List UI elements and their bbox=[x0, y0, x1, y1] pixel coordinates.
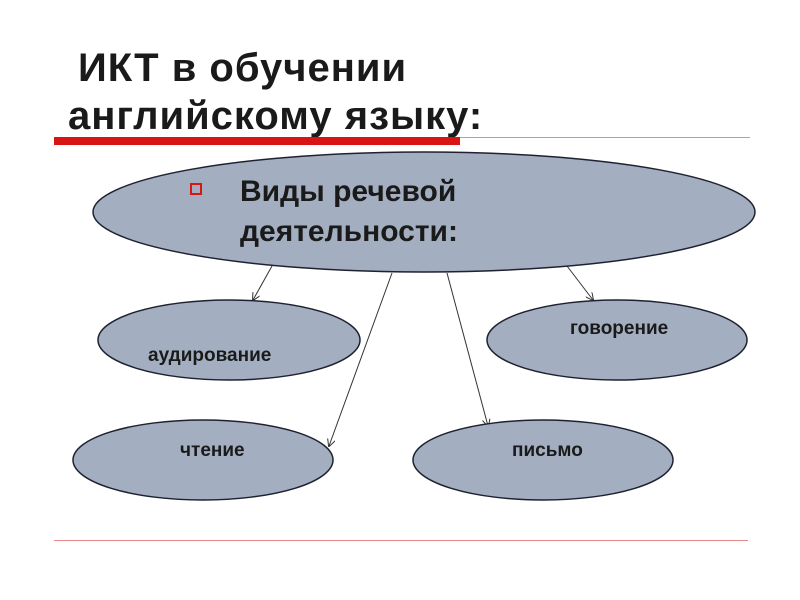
node-label-govorenie: говорение bbox=[570, 318, 669, 339]
node-ellipse-govorenie bbox=[486, 299, 748, 381]
node-label-audirovanie: аудирование bbox=[148, 345, 272, 366]
hollow-square-bullet-icon bbox=[190, 183, 202, 195]
central-node-line-1: Виды речевой bbox=[240, 175, 457, 208]
arrow-to-chtenie bbox=[329, 272, 393, 446]
node-ellipse-pismo bbox=[412, 419, 674, 501]
central-node-line-2: деятельности: bbox=[240, 215, 458, 248]
slide-title-line-1: ИКТ в обучении bbox=[78, 46, 408, 90]
arrow-to-audirovanie bbox=[253, 265, 273, 300]
node-ellipse-audirovanie bbox=[97, 299, 361, 381]
title-underline-red bbox=[54, 137, 460, 145]
arrow-to-govorenie bbox=[566, 265, 593, 300]
node-label-pismo: письмо bbox=[512, 440, 583, 461]
central-node-label: Виды речевой деятельности: bbox=[240, 172, 458, 252]
title-underline-thin bbox=[460, 137, 750, 138]
slide-title: ИКТ в обучении английскому языку: bbox=[68, 44, 483, 140]
node-ellipse-chtenie bbox=[72, 419, 334, 501]
footer-rule bbox=[54, 540, 748, 541]
slide-title-line-2: английскому языку: bbox=[68, 94, 484, 138]
central-ellipse bbox=[92, 151, 756, 273]
node-label-chtenie: чтение bbox=[180, 440, 245, 461]
arrow-to-pismo bbox=[446, 272, 488, 426]
